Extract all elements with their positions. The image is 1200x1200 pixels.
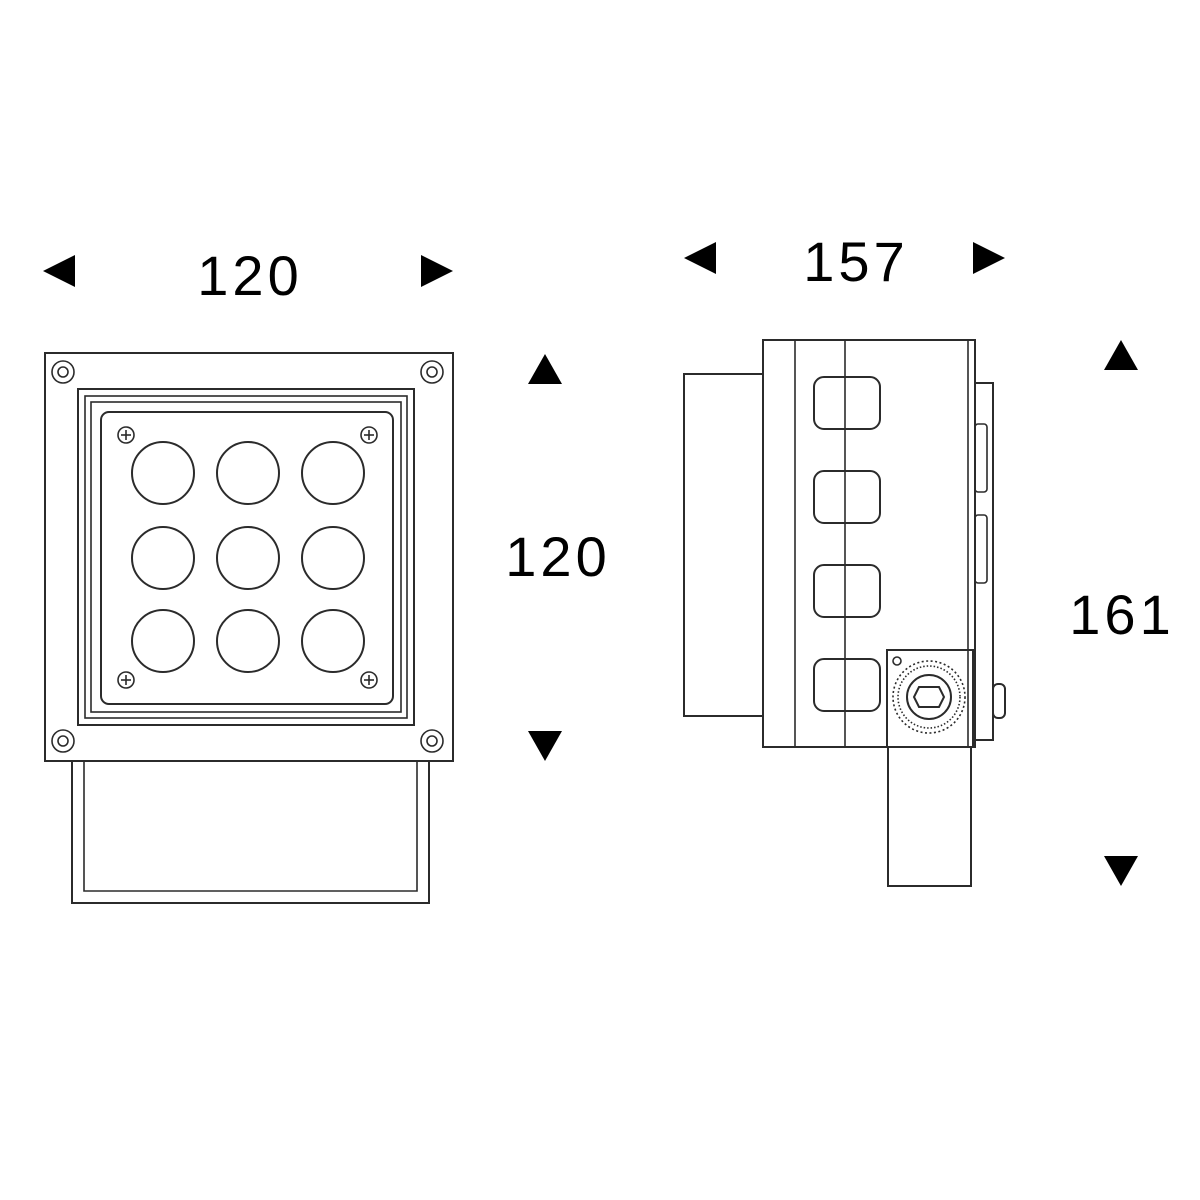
plate-screw-top-left	[117, 426, 135, 444]
dimension-front-height: 120	[505, 354, 610, 761]
side-fin	[813, 658, 881, 712]
arrow-down-icon	[528, 731, 562, 761]
side-front-tab	[974, 514, 988, 584]
led-lens	[131, 441, 195, 505]
housing-screw-bottom-right	[420, 729, 444, 753]
arrow-down-icon	[1104, 856, 1138, 886]
side-rear-block	[683, 373, 763, 717]
side-mounting-arm	[887, 747, 972, 887]
led-lens	[301, 526, 365, 590]
led-lens	[131, 609, 195, 673]
pivot-knob	[892, 656, 966, 734]
dimension-front-width: 120	[43, 244, 453, 307]
side-cable-gland	[992, 683, 1006, 719]
arrow-right-icon	[421, 255, 453, 287]
front-lens-plate	[100, 411, 394, 705]
front-bezel-outer	[77, 388, 415, 726]
side-fin	[813, 564, 881, 618]
led-lens	[301, 609, 365, 673]
front-bezel-mid	[84, 395, 408, 719]
led-lens	[131, 526, 195, 590]
front-bezel-inner	[90, 401, 402, 713]
led-lens	[216, 609, 280, 673]
arrow-up-icon	[1104, 340, 1138, 370]
plate-screw-top-right	[360, 426, 378, 444]
front-mounting-bracket-inner	[83, 761, 418, 892]
led-lens	[216, 526, 280, 590]
housing-screw-bottom-left	[51, 729, 75, 753]
plate-screw-bottom-left	[117, 671, 135, 689]
led-lens	[301, 441, 365, 505]
side-fin	[813, 470, 881, 524]
side-view	[683, 339, 1006, 887]
side-fin	[813, 376, 881, 430]
dimension-side-depth: 157	[684, 230, 1005, 293]
side-front-tab	[974, 423, 988, 493]
hex-bolt	[912, 686, 946, 708]
pivot-pin	[892, 656, 902, 666]
arrow-left-icon	[43, 255, 75, 287]
side-pivot-plate	[886, 649, 974, 748]
dimension-label-front-width: 120	[197, 244, 302, 307]
front-view	[44, 352, 454, 904]
dimension-side-height: 161	[1069, 340, 1174, 886]
front-housing-outer	[44, 352, 454, 762]
dimension-label-side-height: 161	[1069, 583, 1174, 646]
arrow-left-icon	[684, 242, 716, 274]
side-front-glass	[975, 382, 994, 741]
plate-screw-bottom-right	[360, 671, 378, 689]
led-lens	[216, 441, 280, 505]
housing-screw-top-left	[51, 360, 75, 384]
dimension-label-side-depth: 157	[803, 230, 908, 293]
arrow-up-icon	[528, 354, 562, 384]
front-mounting-bracket	[71, 761, 430, 904]
dimension-label-front-height: 120	[505, 525, 610, 588]
arrow-right-icon	[973, 242, 1005, 274]
housing-screw-top-right	[420, 360, 444, 384]
